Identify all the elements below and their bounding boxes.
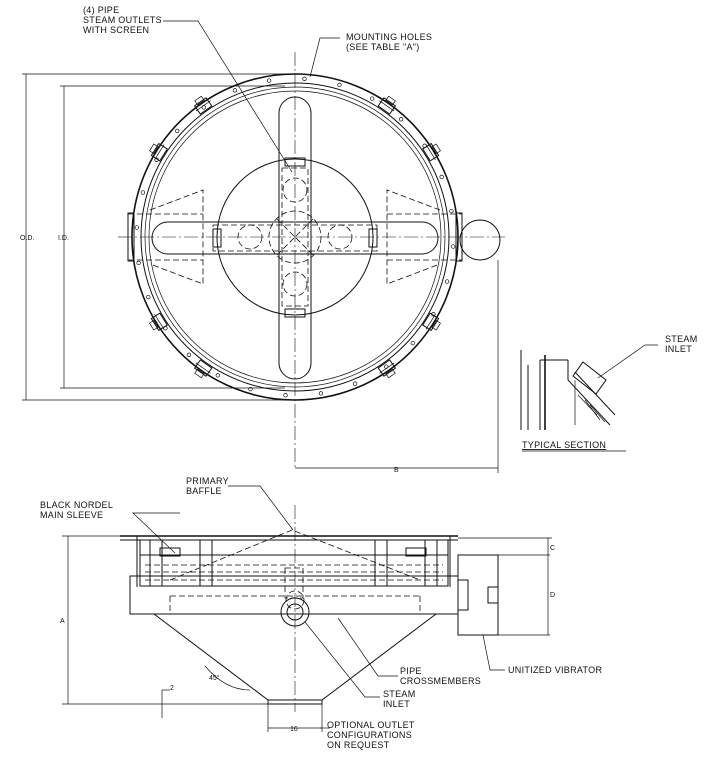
label-steam-inlet-section-2: INLET — [665, 344, 692, 354]
mounting-hole — [140, 190, 146, 195]
label-black-nordel-2: MAIN SLEEVE — [40, 510, 103, 520]
label-pipe-crossmembers-2: CROSSMEMBERS — [400, 676, 481, 686]
plan-view — [22, 52, 505, 473]
rim-clamp — [422, 142, 441, 162]
rim-clamps — [149, 95, 441, 379]
mounting-hole — [302, 76, 307, 81]
mounting-hole — [370, 96, 375, 101]
label-pipe-outlets-2: STEAM OUTLETS — [83, 15, 162, 25]
label-unitized-vibrator: UNITIZED VIBRATOR — [508, 665, 602, 675]
mounting-hole — [134, 225, 139, 230]
elevation-view — [62, 485, 552, 732]
steam-outlet-left — [237, 224, 263, 250]
rim-clamp — [377, 359, 397, 379]
center-body — [216, 158, 374, 316]
outer-flange-ring — [131, 73, 459, 401]
dim-two: 2 — [170, 685, 174, 692]
main-sleeve — [139, 539, 449, 587]
mounting-hole — [175, 128, 180, 134]
dim-c: C — [550, 545, 555, 552]
label-steam-inlet-section-1: STEAM — [665, 334, 698, 344]
mounting-hole — [215, 373, 220, 378]
mounting-hole — [439, 174, 444, 180]
mounting-hole — [232, 88, 238, 93]
dim-od: O.D. — [20, 235, 34, 242]
mounting-holes — [134, 76, 456, 398]
dim-b: B — [394, 467, 399, 474]
steam-inlet-elevation — [280, 597, 310, 627]
rim-clamp — [149, 312, 168, 332]
dim-sixteen: 16 — [290, 726, 298, 733]
mounting-hole — [449, 208, 454, 214]
flange-inner-ring — [140, 82, 450, 392]
center-hub — [268, 210, 322, 264]
outlet-spout — [267, 699, 323, 705]
mounting-hole — [410, 340, 415, 346]
mounting-hole — [318, 391, 324, 396]
label-pipe-crossmembers-1: PIPE — [400, 666, 422, 676]
rim-clamp — [422, 312, 441, 332]
mounting-hole — [451, 244, 456, 249]
dim-id: I.D. — [58, 235, 69, 242]
label-primary-baffle-1: PRIMARY — [186, 476, 229, 486]
label-black-nordel-1: BLACK NORDEL — [40, 500, 113, 510]
mounting-hole — [266, 78, 272, 83]
rim-clamp — [377, 95, 397, 115]
hopper-band — [129, 575, 459, 615]
dim-a: A — [60, 618, 65, 625]
label-optional-outlet-2: CONFIGURATIONS — [327, 730, 412, 740]
label-mounting-holes-2: (SEE TABLE "A") — [346, 42, 420, 52]
label-pipe-outlets-1: (4) PIPE — [83, 5, 119, 15]
mounting-hole — [283, 393, 288, 398]
steam-outlet-right — [327, 224, 353, 250]
rim-clamp — [149, 142, 168, 162]
mounting-hole — [146, 294, 151, 300]
rim-clamp — [193, 95, 213, 115]
mounting-hole — [337, 82, 342, 88]
label-steam-inlet-bottom-2: INLET — [383, 699, 410, 709]
rim-clamp — [193, 359, 213, 379]
typical-section — [520, 344, 658, 430]
mounting-hole — [136, 260, 141, 266]
pipe-arm-vertical — [278, 96, 312, 380]
label-optional-outlet-3: ON REQUEST — [327, 740, 390, 750]
label-mounting-holes-1: MOUNTING HOLES — [346, 32, 432, 42]
label-optional-outlet-1: OPTIONAL OUTLET — [327, 720, 415, 730]
steam-inlet-pipe — [459, 219, 501, 261]
dim-angle: 45° — [209, 674, 220, 682]
mounting-hole — [352, 381, 358, 386]
label-primary-baffle-2: BAFFLE — [186, 486, 222, 496]
pipe-arm-horizontal — [151, 221, 439, 255]
dim-d: D — [550, 592, 555, 599]
steam-outlet-bottom — [282, 271, 308, 297]
mounting-hole — [398, 117, 404, 122]
steam-outlet-top — [282, 177, 308, 203]
label-typical-section: TYPICAL SECTION — [522, 440, 606, 450]
label-pipe-outlets-3: WITH SCREEN — [83, 25, 149, 35]
unitized-vibrator — [457, 554, 499, 636]
mounting-hole — [248, 386, 253, 392]
mounting-hole — [444, 279, 450, 284]
mounting-hole — [186, 352, 192, 357]
label-steam-inlet-bottom-1: STEAM — [383, 689, 416, 699]
